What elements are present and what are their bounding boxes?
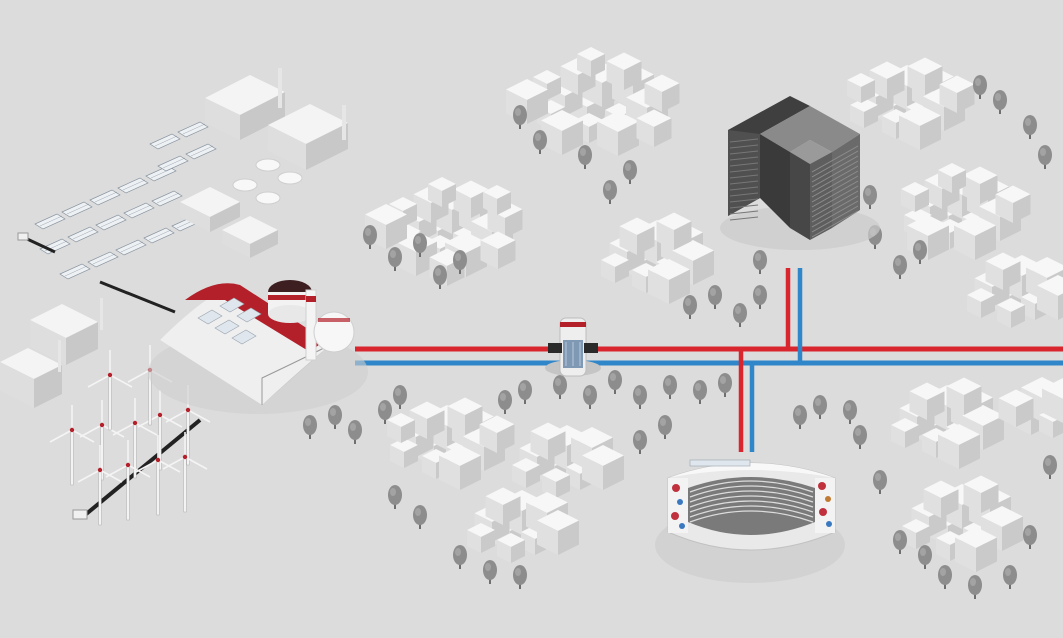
factory [268,104,348,170]
high-rise-icon [720,96,880,250]
window-row [729,198,759,203]
window-row [729,156,759,161]
transformer-box [72,509,88,520]
window-row [811,185,859,213]
window-row [729,144,759,149]
campus-floors [689,480,814,523]
window-row [811,180,859,208]
window-row [811,165,859,193]
floor-line [689,480,814,493]
window-row [811,205,859,233]
high-rise-windows [729,138,859,238]
floor-line [689,485,814,498]
window-row [811,170,859,198]
factory [222,216,278,258]
chp-plant-icon [148,280,368,414]
window-row [729,186,759,191]
window-row [811,195,859,223]
window-row [811,160,859,188]
window-row [811,200,859,228]
factory-group [0,68,348,408]
district-heating-network [355,268,1063,452]
window-row [729,150,759,155]
window-row [729,204,759,209]
power-cables [17,232,202,520]
window-row [729,210,759,215]
storage-tank-icon [232,158,303,205]
floor-line [689,510,814,523]
window-row [811,210,859,238]
window-row [811,145,859,173]
window-row [729,138,759,143]
floor-line [689,490,814,503]
window-row [729,216,759,221]
pump-station-icon [545,317,601,377]
window-row [729,174,759,179]
window-row [811,155,859,183]
floor-line [689,495,814,508]
transformer-box [17,232,29,241]
window-row [811,190,859,218]
window-row [729,180,759,185]
curved-building-icon [655,459,845,583]
window-row [811,150,859,178]
floor-line [689,505,814,518]
factory [205,68,285,140]
floor-line [689,500,814,513]
window-row [729,192,759,197]
factory [180,187,240,232]
factory [0,340,62,408]
window-row [729,168,759,173]
window-row [811,175,859,203]
factory [30,298,103,365]
window-row [729,162,759,167]
